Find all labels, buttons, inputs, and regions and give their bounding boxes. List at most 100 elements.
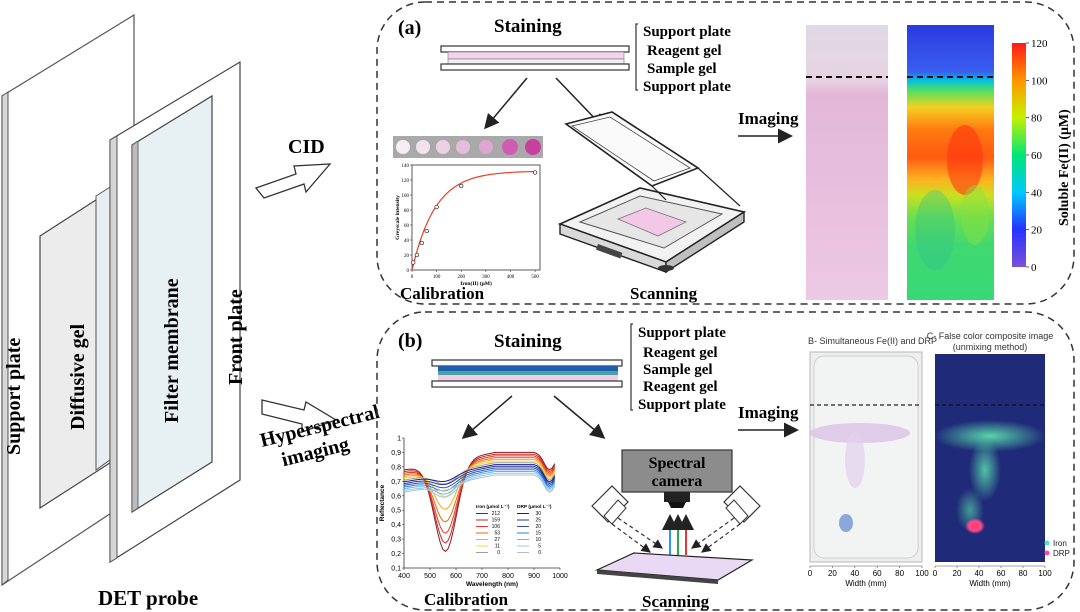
panel-b-layer-1: Support plate: [638, 325, 726, 341]
chart-b-ylabel: Reflectance: [379, 484, 386, 521]
probe-label-support-plate: Support plate: [3, 338, 25, 455]
chart-b-series-line: [403, 474, 556, 493]
panel-b-layer-5: Support plate: [638, 397, 726, 413]
chart-a-xtick: 300: [482, 275, 490, 280]
chart-a-xtick: 100: [433, 275, 441, 280]
chart-b-legend-iron-item: 11: [495, 544, 500, 550]
chart-b-xlabel: Wavelength (nm): [466, 581, 518, 588]
panel-a-calibration-label: Calibration: [400, 284, 485, 303]
image-c-legend: Iron DRP: [1044, 539, 1070, 558]
chart-a-point: [411, 260, 416, 265]
colorbar-tick: 60: [1031, 150, 1043, 162]
colorbar-tick: 40: [1031, 187, 1043, 199]
width-axis-tick: 80: [1019, 569, 1028, 578]
chart-b-xtick: 700: [476, 573, 488, 580]
chart-a-point: [419, 240, 424, 246]
chart-a-xtick: 0: [411, 275, 414, 280]
panel-b-layer-3: Sample gel: [643, 362, 713, 378]
chart-b-ytick: 1: [397, 436, 401, 443]
panel-b-layer-2: Reagent gel: [643, 345, 718, 361]
width-axis-tick: 0: [933, 569, 938, 578]
panel-a-layer-4: Support plate: [643, 79, 731, 95]
panel-a-scanning-label: Scanning: [630, 284, 698, 303]
image-c-title-2: (unmixing method): [953, 342, 1028, 352]
chart-a-fit-curve: [411, 170, 536, 271]
chart-a-xtick: 400: [507, 275, 515, 280]
width-axis-label: Width (mm): [969, 579, 1011, 588]
colorbar-tick: 20: [1031, 225, 1043, 237]
width-axis-tick: 60: [997, 569, 1006, 578]
probe-label-diffusive-gel: Diffusive gel: [67, 323, 89, 430]
panel-b-staining-title: Staining: [494, 331, 562, 352]
chart-b-series-line: [403, 465, 556, 486]
width-axis-tick: 20: [828, 569, 837, 578]
chart-b-legend-drp-item: 30: [535, 511, 541, 517]
colorbar-tick: 120: [1031, 38, 1048, 50]
chart-b-series-line: [403, 471, 556, 495]
camera-label-2: camera: [652, 473, 703, 490]
panel-b-imaging-label: Imaging: [738, 403, 799, 422]
chart-b-xtick: 600: [450, 573, 462, 580]
chart-b-xtick: 800: [502, 573, 514, 580]
chart-a-ytick: 20: [404, 254, 410, 259]
chart-b-legend-iron-item: 106: [492, 524, 501, 530]
panel-b-false-color-image: [934, 354, 1046, 562]
chart-a-ytick: 80: [404, 209, 410, 214]
chart-b-legend-drp-title: DRP (μmol L⁻¹): [517, 504, 552, 510]
probe-label-filter-membrane: Filter membrane: [161, 278, 183, 423]
flatbed-scanner-illustration: [557, 111, 747, 274]
chart-b-legend-drp-item: 25: [535, 518, 541, 524]
chart-b-xtick: 900: [528, 573, 540, 580]
chart-b-ytick: 0,2: [391, 551, 401, 558]
chart-b-series-line: [403, 464, 556, 483]
panel-b-tag: (b): [398, 330, 422, 352]
chart-a-point: [434, 204, 439, 210]
panel-a-layer-3: Sample gel: [647, 61, 717, 77]
legend-iron: Iron: [1053, 539, 1067, 548]
chart-b-ytick: 0,9: [391, 450, 401, 457]
chart-a-ytick: 60: [404, 224, 410, 229]
panel-a-colorbar-label: Soluble Fe(II) (μM): [1057, 109, 1072, 226]
width-axis-tick: 60: [873, 569, 882, 578]
chart-a-ytick: 140: [402, 164, 410, 169]
panel-b-calibration-label: Calibration: [424, 590, 509, 609]
camera-label-1: Spectral: [649, 455, 706, 472]
colorbar-tick: 0: [1031, 262, 1037, 274]
panel-b-layer-4: Reagent gel: [643, 379, 718, 395]
panel-a-colorbar: [1012, 43, 1026, 267]
width-axis-tick: 40: [975, 569, 984, 578]
panel-b-gel-photo: [809, 351, 923, 563]
chart-a-ytick: 0: [407, 269, 410, 274]
chart-b-legend-iron-item: 212: [492, 511, 501, 517]
panel-a-staining-title: Staining: [494, 16, 562, 37]
chart-b-xtick: 1000: [552, 573, 568, 580]
chart-a-point: [532, 170, 538, 175]
chart-b-legend-drp-item: 0: [538, 550, 541, 556]
legend-drp: DRP: [1053, 549, 1070, 558]
panel-b-stack: [431, 359, 623, 388]
chart-b-ytick: 0,4: [391, 522, 401, 529]
chart-b-xtick: 500: [424, 573, 436, 580]
chart-b-series-line: [403, 458, 556, 510]
chart-b-series-line: [403, 460, 556, 498]
chart-b-legend-iron-title: Iron (μmol L⁻¹): [476, 504, 510, 510]
colorbar-tick: 80: [1031, 113, 1043, 125]
chart-a-ytick: 100: [402, 194, 410, 199]
colorbar-tick: 100: [1031, 75, 1048, 87]
panel-a-stack: [440, 45, 630, 71]
width-axis-label: Width (mm): [845, 579, 887, 588]
spectral-camera-illustration: Spectral camera: [591, 449, 761, 584]
probe-title: DET probe: [98, 586, 198, 610]
panel-b-scanning-label: Scanning: [642, 592, 710, 611]
chart-a-frame: [411, 164, 541, 271]
chart-b-legend-drp-item: 15: [535, 531, 541, 537]
chart-b-series-line: [403, 472, 556, 498]
method-arrows: CID Hyperspectral imaging: [254, 136, 382, 471]
width-axis-tick: 80: [895, 569, 904, 578]
width-axis-tick: 100: [1038, 569, 1052, 578]
method-cid-arrow: [254, 163, 332, 199]
chart-b-legend-drp-item: 20: [535, 524, 541, 530]
